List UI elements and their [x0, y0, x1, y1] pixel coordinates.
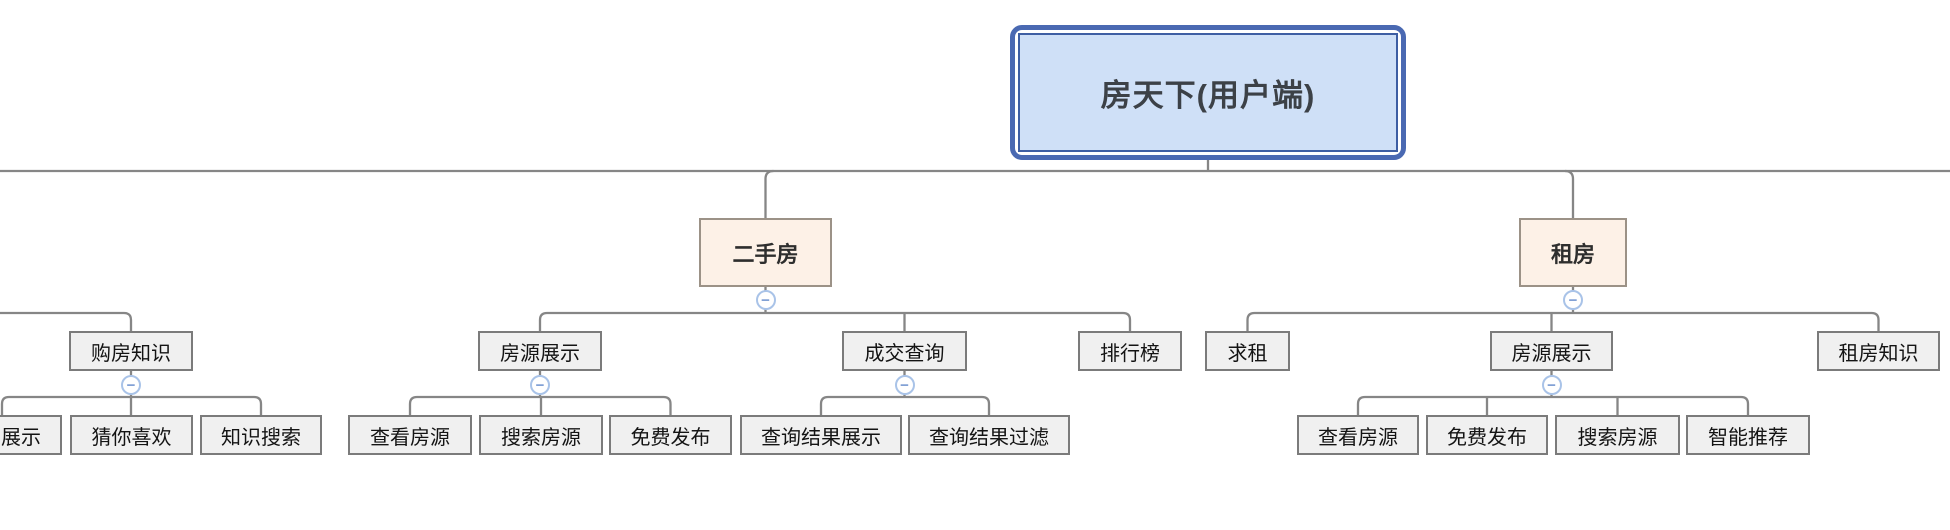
collapse-button-goufang-zhishi[interactable]: − — [121, 375, 141, 395]
connector-fyzs-esf-bus — [408, 395, 672, 415]
node-ershoufang[interactable]: 二手房 — [699, 218, 832, 287]
node-cainixihuan[interactable]: 猜你喜欢 — [70, 415, 193, 455]
node-paihangbang[interactable]: 排行榜 — [1078, 331, 1182, 371]
connector-fyzs-zf-bus — [1356, 395, 1750, 415]
node-chakan-fangyuan-esf[interactable]: 查看房源 — [348, 415, 472, 455]
node-chakan-fangyuan-zf[interactable]: 查看房源 — [1297, 415, 1419, 455]
node-fangyuan-zhanshi-esf[interactable]: 房源展示 — [478, 331, 602, 371]
node-sousuo-fangyuan-esf[interactable]: 搜索房源 — [479, 415, 603, 455]
connector-riser-ershoufang — [764, 169, 774, 218]
node-zufang[interactable]: 租房 — [1519, 218, 1627, 287]
node-goufang-zhishi[interactable]: 购房知识 — [69, 331, 193, 371]
node-root[interactable]: 房天下(用户端) — [1010, 25, 1406, 160]
collapse-button-fangyuan-zhanshi-esf[interactable]: − — [530, 375, 550, 395]
collapse-button-ershoufang[interactable]: − — [755, 290, 776, 310]
node-mianfei-fabu-esf[interactable]: 免费发布 — [609, 415, 732, 455]
node-zhishi-sousuo[interactable]: 知识搜索 — [200, 415, 322, 455]
collapse-button-zufang[interactable]: − — [1563, 290, 1583, 310]
node-zhineng-tuijian[interactable]: 智能推荐 — [1686, 415, 1810, 455]
connector-cjcx-bus — [819, 395, 991, 415]
collapse-button-fangyuan-zhanshi-zf[interactable]: − — [1541, 375, 1562, 395]
node-sousuo-fangyuan-zf[interactable]: 搜索房源 — [1555, 415, 1680, 455]
node-mianfei-fabu-zf[interactable]: 免费发布 — [1426, 415, 1548, 455]
node-fangyuan-zhanshi-zf[interactable]: 房源展示 — [1490, 331, 1613, 371]
connector-zufang-bus — [1246, 311, 1880, 331]
node-chaxun-jieguo-zhanshi[interactable]: 查询结果展示 — [740, 415, 902, 455]
connector-goufangzhishi-bus — [0, 395, 263, 415]
node-chaxun-jieguo-guolv[interactable]: 查询结果过滤 — [908, 415, 1070, 455]
node-qiuzu[interactable]: 求租 — [1205, 331, 1290, 371]
connector-riser-zufang — [1564, 169, 1575, 218]
node-zufang-zhishi[interactable]: 租房知识 — [1817, 331, 1940, 371]
node-chengjiao-chaxun[interactable]: 成交查询 — [842, 331, 967, 371]
connector-left-parent-bus — [0, 311, 133, 331]
node-root-label: 房天下(用户端) — [1018, 33, 1398, 152]
collapse-button-chengjiao-chaxun[interactable]: − — [894, 375, 915, 395]
connector-ershoufang-bus — [538, 311, 1132, 331]
